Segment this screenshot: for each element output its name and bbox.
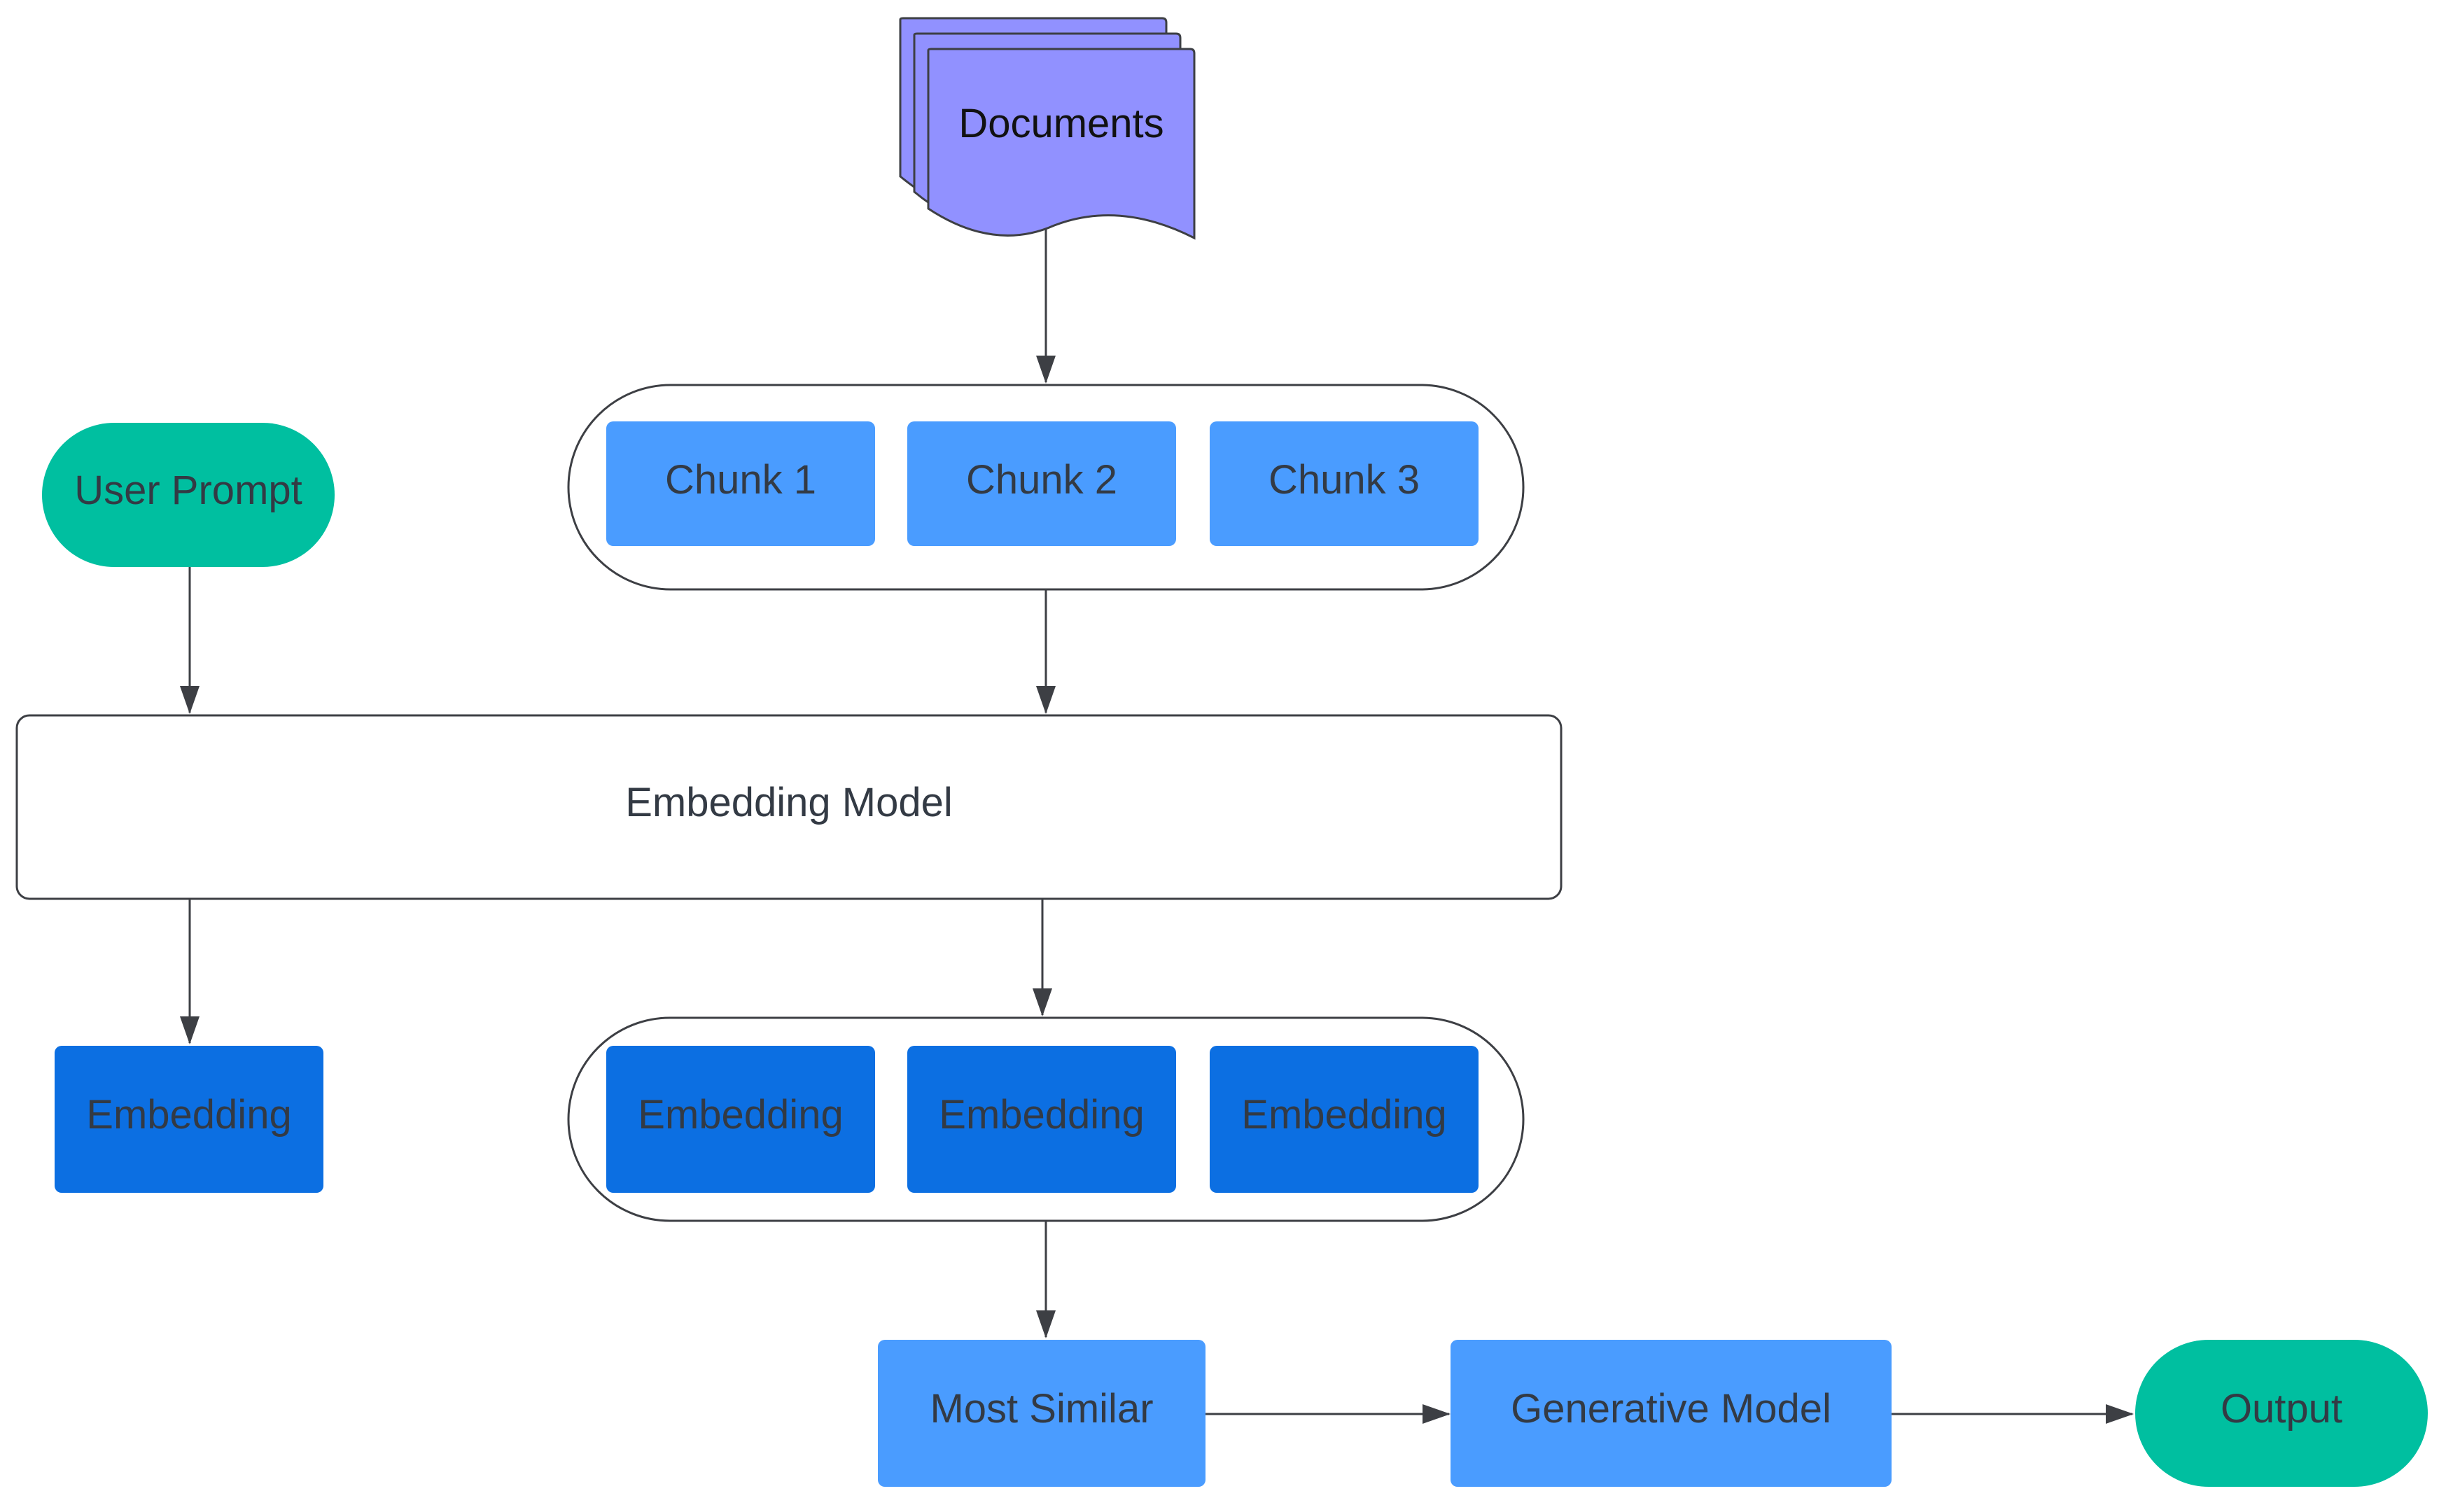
output-label: Output [2221,1386,2342,1432]
most-similar-label: Most Similar [930,1386,1153,1432]
most-similar-node[interactable]: Most Similar [878,1340,1205,1487]
chunk-embedding-2-label: Embedding [939,1092,1144,1138]
chunk-embedding-1[interactable]: Embedding [606,1046,875,1193]
most-similar-box [878,1340,1205,1487]
chunk-1-box [606,421,875,546]
chunk-embedding-2[interactable]: Embedding [907,1046,1176,1193]
user-prompt-shape [42,423,335,567]
output-node[interactable]: Output [2135,1340,2428,1487]
chunks-group: Chunk 1 Chunk 2 Chunk 3 [567,384,1525,591]
output-shape [2135,1340,2428,1487]
connectors [180,225,2134,1424]
chunk-3[interactable]: Chunk 3 [1210,421,1479,546]
generative-model-box [1451,1340,1892,1487]
embedding-model-node[interactable]: Embedding Model [15,714,1563,900]
user-prompt-label: User Prompt [74,468,302,513]
chunk-embedding-3-label: Embedding [1241,1092,1446,1138]
documents-label: Documents [958,101,1163,146]
generative-model-node[interactable]: Generative Model [1451,1340,1892,1487]
chunk-embedding-3-box [1210,1046,1479,1193]
document-sheet-front [927,48,1196,240]
embedding-model-box [15,714,1563,900]
chunk-3-label: Chunk 3 [1269,457,1420,503]
chunk-embedding-1-label: Embedding [638,1092,843,1138]
chunk-2-box [907,421,1176,546]
chunk-embedding-3[interactable]: Embedding [1210,1046,1479,1193]
chunk-2-label: Chunk 2 [966,457,1117,503]
documents-node[interactable]: Documents [899,17,1196,240]
prompt-embedding-label: Embedding [86,1092,291,1138]
chunk-embedding-2-box [907,1046,1176,1193]
prompt-embedding-node[interactable]: Embedding [55,1046,323,1193]
chunk-2[interactable]: Chunk 2 [907,421,1176,546]
chunk-3-box [1210,421,1479,546]
embedding-model-label: Embedding Model [625,780,953,825]
prompt-embedding-box [55,1046,323,1193]
chunk-1[interactable]: Chunk 1 [606,421,875,546]
chunk-embeddings-group: Embedding Embedding Embedding [567,1016,1525,1222]
user-prompt-node[interactable]: User Prompt [42,423,335,567]
chunk-embedding-1-box [606,1046,875,1193]
chunk-1-label: Chunk 1 [665,457,816,503]
generative-model-label: Generative Model [1511,1386,1831,1432]
